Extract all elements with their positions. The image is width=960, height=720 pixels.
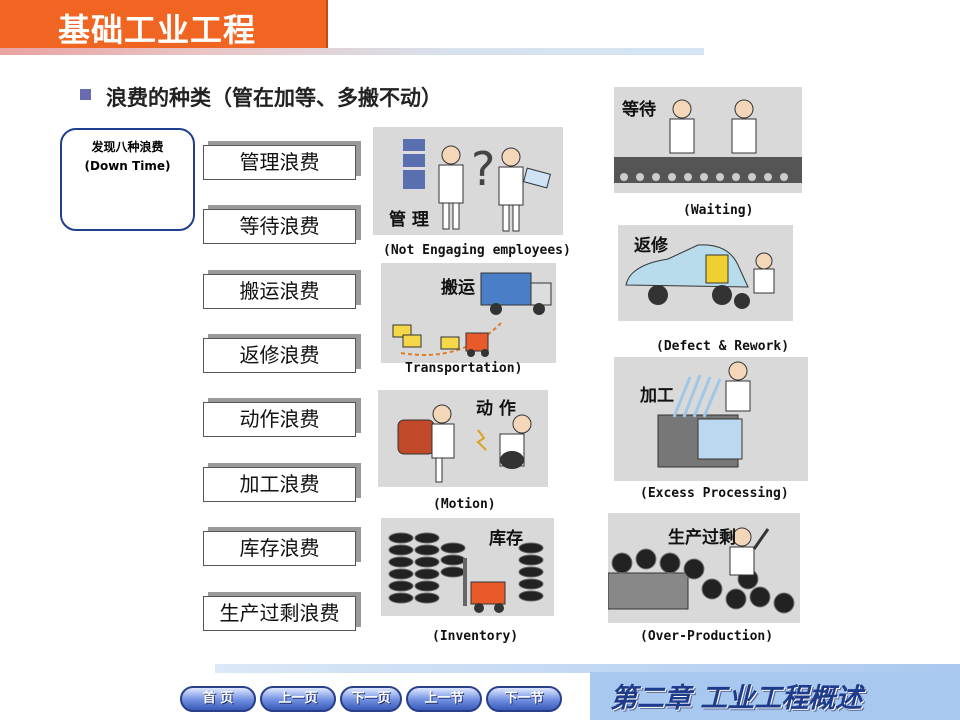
page-title: 基础工业工程 <box>58 11 257 49</box>
transport-illustration-icon <box>392 272 552 357</box>
down-time-line1: 发现八种浪费 <box>91 140 164 154</box>
panel-label-motion: 动 作 <box>476 399 516 419</box>
square-bullet-icon <box>80 89 91 100</box>
panel-rework: 返修 <box>618 225 793 321</box>
panel-inventory: 库存 <box>381 518 554 616</box>
caption-processing: (Excess Processing) <box>640 486 789 501</box>
header-stripe <box>0 48 704 55</box>
nav-next-page-button[interactable]: 下一页 <box>340 686 402 712</box>
nav-prev-page-button[interactable]: 上一页 <box>260 686 336 712</box>
rework-illustration-icon <box>625 244 775 309</box>
panel-label-waiting: 等待 <box>622 100 656 120</box>
category-processing: 加工浪费 <box>203 467 356 502</box>
caption-overproduction: (Over-Production) <box>640 629 774 644</box>
waiting-illustration-icon <box>614 99 802 183</box>
panel-management: ? 管 理 <box>373 127 563 235</box>
category-rework: 返修浪费 <box>203 338 356 373</box>
category-transport: 搬运浪费 <box>203 274 356 309</box>
down-time-line2: (Down Time) <box>84 159 171 173</box>
caption-management: (Not Engaging employees) <box>383 243 571 258</box>
nav-prev-section-button[interactable]: 上一节 <box>406 686 482 712</box>
svg-text:?: ? <box>471 142 495 196</box>
chapter-title: 第二章 工业工程概述 <box>610 683 863 714</box>
header-bar <box>0 0 328 50</box>
management-illustration-icon: ? <box>403 139 552 232</box>
caption-motion: (Motion) <box>433 497 496 512</box>
category-waiting: 等待浪费 <box>203 209 356 244</box>
category-motion: 动作浪费 <box>203 402 356 437</box>
caption-inventory: (Inventory) <box>432 629 519 644</box>
panel-waiting: 等待 <box>614 87 802 193</box>
category-management: 管理浪费 <box>203 145 356 180</box>
panel-transport: 搬运 <box>381 263 556 363</box>
processing-illustration-icon <box>657 361 751 468</box>
subtitle: 浪费的种类（管在加等、多搬不动） <box>106 86 442 110</box>
category-overproduction: 生产过剩浪费 <box>203 596 356 631</box>
inventory-illustration-icon <box>388 532 544 613</box>
caption-waiting: (Waiting) <box>683 203 754 218</box>
panel-label-management: 管 理 <box>389 210 429 230</box>
panel-overproduction: 生产过剩 <box>608 513 800 623</box>
caption-rework: (Defect & Rework) <box>656 339 790 354</box>
motion-illustration-icon <box>397 404 532 483</box>
footer-stripe <box>215 664 960 673</box>
nav-next-section-button[interactable]: 下一节 <box>486 686 562 712</box>
panel-motion: 动 作 <box>378 390 548 487</box>
panel-label-inventory: 库存 <box>489 529 523 549</box>
panel-label-overproduction: 生产过剩 <box>668 528 736 548</box>
panel-processing: 加工 <box>614 357 808 481</box>
panel-label-transport: 搬运 <box>441 278 475 298</box>
panel-label-processing: 加工 <box>640 386 674 406</box>
down-time-box: 发现八种浪费 (Down Time) <box>60 128 195 231</box>
overproduction-illustration-icon <box>608 527 795 614</box>
panel-label-rework: 返修 <box>634 236 668 256</box>
footer-box <box>590 672 960 720</box>
caption-transport: Transportation) <box>405 361 523 376</box>
category-inventory: 库存浪费 <box>203 531 356 566</box>
nav-home-button[interactable]: 首 页 <box>180 686 256 712</box>
